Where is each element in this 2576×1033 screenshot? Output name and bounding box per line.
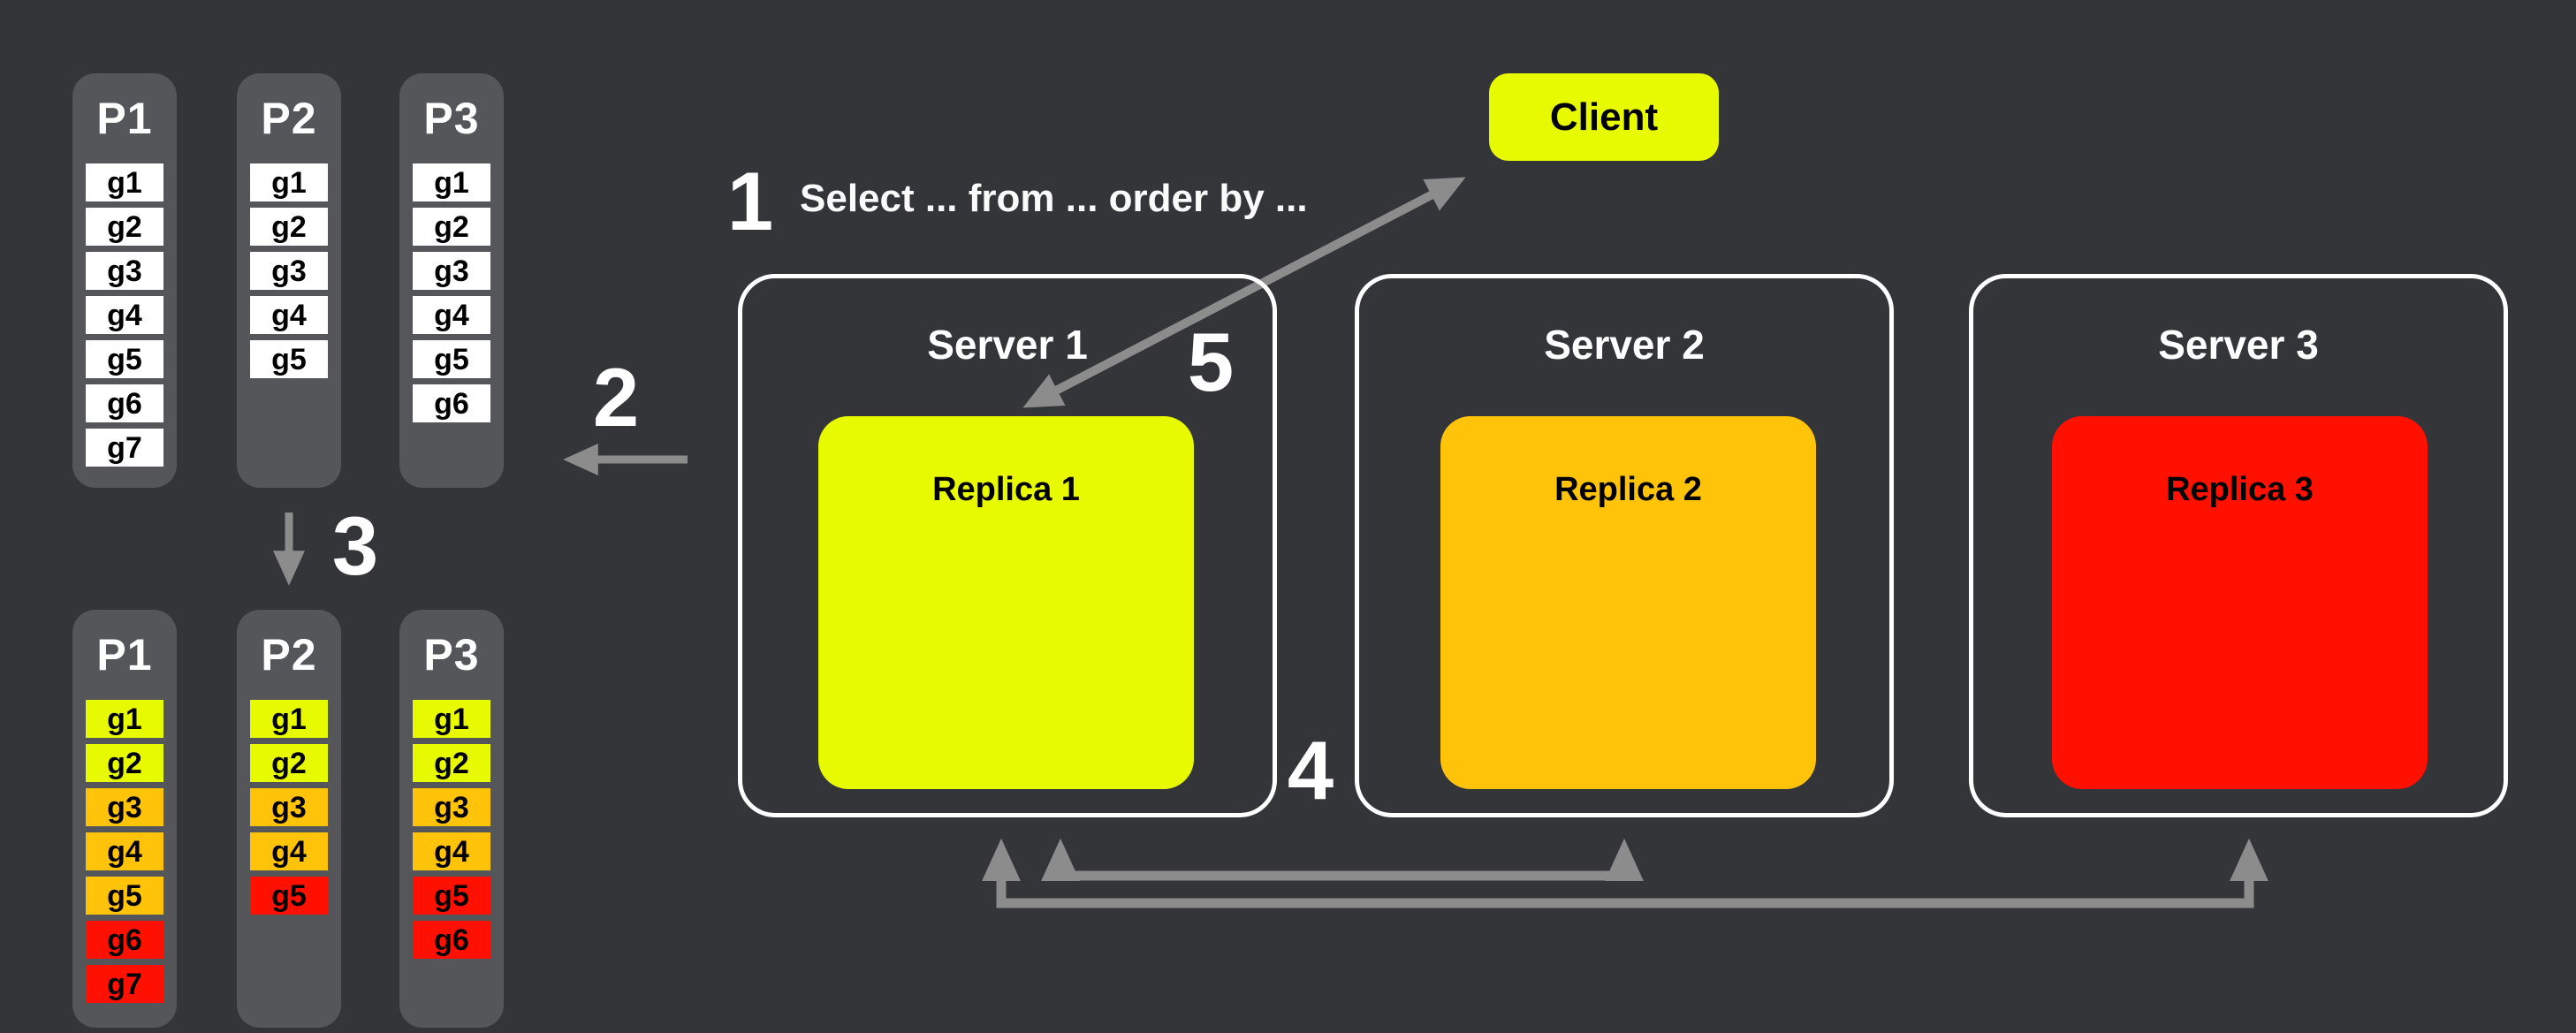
replica-1-box: Replica 1 — [818, 416, 1194, 789]
group-cell: g5 — [413, 340, 490, 378]
partition-after-p3: P3 g1 g2 g3 g4 g5 g6 — [399, 610, 504, 1028]
partition-after-p2: P2 g1 g2 g3 g4 g5 — [237, 610, 341, 1028]
partition-header: P3 — [423, 630, 480, 680]
partition-before-p3: P3 g1 g2 g3 g4 g5 g6 — [399, 73, 504, 488]
group-cell: g6 — [413, 384, 490, 422]
group-cell: g1 — [413, 163, 490, 201]
group-cell: g5 — [86, 877, 163, 915]
group-cell: g3 — [413, 788, 490, 826]
group-cell: g5 — [413, 877, 490, 915]
group-cell: g1 — [86, 163, 163, 201]
group-cell: g5 — [86, 340, 163, 378]
server-3-box: Server 3 — [1969, 274, 2508, 817]
replica-title: Replica 2 — [1554, 471, 1702, 508]
partition-header: P1 — [96, 94, 153, 143]
group-cell: g2 — [413, 744, 490, 782]
group-cell: g1 — [250, 163, 328, 201]
group-cell: g3 — [86, 252, 163, 290]
group-cell: g4 — [413, 832, 490, 870]
cell-list: g1 g2 g3 g4 g5 — [250, 700, 328, 915]
cell-list: g1 g2 g3 g4 g5 — [250, 163, 328, 378]
replica-title: Replica 1 — [932, 471, 1080, 508]
arrow-replication-server3-icon — [982, 838, 2268, 908]
cell-list: g1 g2 g3 g4 g5 g6 — [413, 700, 490, 959]
partition-header: P2 — [261, 630, 317, 680]
client-label: Client — [1549, 95, 1659, 139]
group-cell: g4 — [250, 832, 328, 870]
server-title: Server 2 — [1544, 322, 1705, 368]
group-cell: g2 — [250, 744, 328, 782]
cell-list: g1 g2 g3 g4 g5 g6 g7 — [86, 163, 163, 467]
step-number-4: 4 — [1287, 724, 1334, 817]
group-cell: g6 — [86, 921, 163, 959]
cell-list: g1 g2 g3 g4 g5 g6 — [413, 163, 490, 422]
group-cell: g6 — [413, 921, 490, 959]
arrow-replication-server2-icon — [1041, 838, 1644, 882]
partition-after-p1: P1 g1 g2 g3 g4 g5 g6 g7 — [72, 610, 177, 1028]
partition-header: P2 — [261, 94, 317, 143]
group-cell: g5 — [250, 340, 328, 378]
server-1-box: Server 1 — [738, 274, 1277, 817]
replica-title: Replica 3 — [2166, 471, 2314, 508]
group-cell: g3 — [86, 788, 163, 826]
step-number-1: 1 — [726, 155, 774, 247]
group-cell: g4 — [250, 296, 328, 334]
server-2-box: Server 2 — [1355, 274, 1894, 817]
group-cell: g3 — [250, 252, 328, 290]
cell-list: g1 g2 g3 g4 g5 g6 g7 — [86, 700, 163, 1003]
replica-2-box: Replica 2 — [1440, 416, 1816, 789]
group-cell: g3 — [250, 788, 328, 826]
group-cell: g4 — [413, 296, 490, 334]
group-cell: g4 — [86, 296, 163, 334]
group-cell: g1 — [413, 700, 490, 738]
group-cell: g1 — [250, 700, 328, 738]
group-cell: g1 — [86, 700, 163, 738]
step-number-2: 2 — [592, 351, 640, 444]
group-cell: g5 — [250, 877, 328, 915]
step-number-3: 3 — [331, 499, 379, 592]
server-title: Server 3 — [2158, 322, 2319, 368]
group-cell: g2 — [86, 208, 163, 246]
partition-header: P3 — [423, 94, 480, 143]
query-text: Select ... from ... order by ... — [800, 177, 1308, 220]
group-cell: g7 — [86, 965, 163, 1003]
partition-before-p2: P2 g1 g2 g3 g4 g5 — [237, 73, 341, 488]
group-cell: g4 — [86, 832, 163, 870]
partition-header: P1 — [96, 630, 153, 680]
group-cell: g2 — [250, 208, 328, 246]
client-box: Client — [1489, 73, 1719, 161]
group-cell: g7 — [86, 429, 163, 467]
replica-3-box: Replica 3 — [2052, 416, 2428, 789]
group-cell: g2 — [86, 744, 163, 782]
group-cell: g2 — [413, 208, 490, 246]
group-cell: g6 — [86, 384, 163, 422]
partition-before-p1: P1 g1 g2 g3 g4 g5 g6 g7 — [72, 73, 177, 488]
server-title: Server 1 — [927, 322, 1088, 368]
step-number-5: 5 — [1187, 315, 1235, 408]
group-cell: g3 — [413, 252, 490, 290]
